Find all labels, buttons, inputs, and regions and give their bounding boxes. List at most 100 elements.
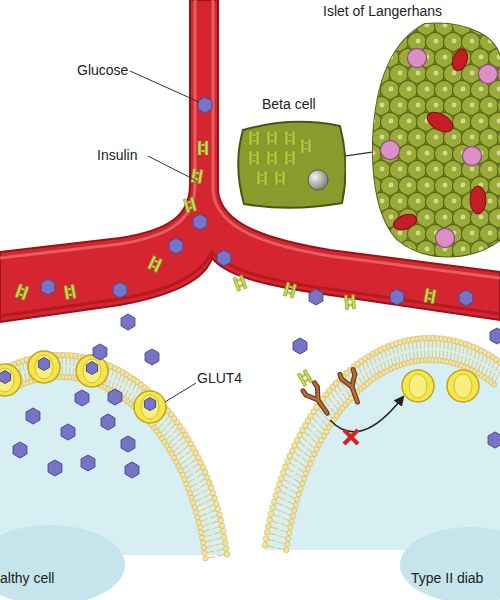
glucose-molecule — [217, 250, 231, 266]
node-outline — [233, 118, 346, 210]
cell-nucleus — [479, 23, 484, 28]
leader-line — [130, 71, 199, 102]
insulin-chain — [239, 275, 247, 289]
insulin-chain — [198, 169, 203, 183]
insulin-bond — [195, 172, 199, 175]
insulin-chain — [424, 288, 429, 302]
insulin-bond — [289, 286, 293, 289]
callout-label: Glucose — [77, 62, 128, 79]
insulin-chain — [233, 277, 241, 291]
insulin-bond — [68, 294, 72, 297]
islet-cells — [362, 16, 500, 259]
insulin-bond — [301, 374, 305, 378]
node-shape — [0, 355, 230, 555]
insulin-molecule — [64, 284, 76, 300]
type-ii-diabetic-cell: Type II diab — [262, 338, 500, 550]
glucose-molecule — [41, 279, 55, 295]
insulin-chain — [64, 285, 69, 299]
insulin-molecule — [344, 295, 355, 310]
insulin-bond — [21, 288, 25, 291]
insulin-bond — [189, 206, 193, 209]
cell-nucleus — [371, 87, 376, 92]
glucose-molecule — [93, 344, 107, 360]
vessel-highlight — [0, 0, 195, 258]
insulin-bond — [237, 279, 241, 282]
glucose-molecule — [169, 238, 183, 254]
insulin-molecule — [233, 275, 247, 292]
islet-cell — [380, 240, 399, 259]
insulin-bond — [19, 293, 23, 296]
islet-cell — [362, 208, 381, 227]
insulin-molecule — [424, 288, 436, 304]
glucose-molecule — [198, 97, 212, 113]
insulin-chain — [183, 199, 190, 213]
cell-nucleus — [371, 215, 376, 220]
insulin-bond — [427, 298, 431, 301]
node-outline — [372, 22, 500, 264]
leader-line — [148, 156, 195, 180]
callout-label: GLUT4 — [197, 370, 242, 387]
lipid-tail — [205, 556, 215, 558]
cell-nucleus — [389, 247, 394, 252]
insulin-bond — [348, 298, 352, 300]
glucose-molecule — [490, 328, 500, 344]
islet-of-langerhans: Islet of Langerhans — [372, 22, 500, 264]
insulin-bond — [194, 178, 198, 181]
insulin-bond — [428, 292, 432, 295]
node-outline — [262, 338, 500, 550]
cell-nucleus — [371, 23, 376, 28]
insulin-bond — [201, 150, 205, 152]
cell-nucleus — [380, 39, 385, 44]
insulin-molecule — [148, 256, 163, 273]
insulin-chain — [148, 256, 157, 270]
insulin-chain — [344, 295, 348, 309]
lipid-head — [203, 556, 208, 561]
insulin-chain — [431, 289, 436, 303]
callout-label: Insulin — [97, 147, 137, 164]
insulin-bond — [67, 288, 71, 291]
insulin-chain — [198, 141, 201, 155]
insulin-molecule — [183, 197, 196, 213]
glucose-molecule — [121, 314, 135, 330]
insulin-chain — [351, 295, 355, 309]
beta-cell: Beta cell — [233, 118, 346, 210]
insulin-bond — [348, 304, 352, 306]
insulin-molecule — [198, 141, 208, 155]
islet-cell — [380, 16, 399, 35]
vessel-shadow — [0, 252, 500, 316]
insulin-bond — [154, 260, 158, 264]
glucose-molecule — [113, 282, 127, 298]
node-shape — [262, 338, 500, 550]
islet-cell — [488, 16, 500, 35]
insulin-chain — [15, 284, 23, 298]
glucose-molecule — [459, 290, 473, 306]
insulin-molecule — [283, 282, 296, 298]
zoom-connector — [346, 152, 372, 156]
node-shape — [238, 122, 345, 208]
glucose-molecule — [390, 289, 404, 305]
islet-cell — [371, 32, 390, 51]
islet-cell — [362, 240, 381, 259]
cell-nucleus — [371, 247, 376, 252]
node-label: althy cell — [0, 570, 54, 587]
islet-cell — [362, 16, 381, 35]
node-shape — [373, 23, 500, 256]
cell-nucleus — [407, 23, 412, 28]
insulin-chain — [190, 197, 197, 211]
cell-nucleus — [497, 23, 500, 28]
cell-nucleus — [380, 231, 385, 236]
insulin-molecule — [191, 168, 203, 184]
vessel-highlight — [213, 0, 500, 278]
insulin-chain — [191, 168, 196, 182]
insulin-bond — [201, 144, 205, 146]
islet-cell — [362, 48, 381, 67]
cell-nucleus — [371, 55, 376, 60]
glucose-molecule — [293, 338, 307, 354]
node-label: Islet of Langerhans — [323, 3, 442, 20]
insulin-chain — [290, 284, 297, 298]
insulin-chain — [283, 282, 290, 296]
insulin-bond — [239, 284, 243, 287]
glucose-molecule — [145, 349, 159, 365]
insulin-chain — [205, 141, 208, 155]
